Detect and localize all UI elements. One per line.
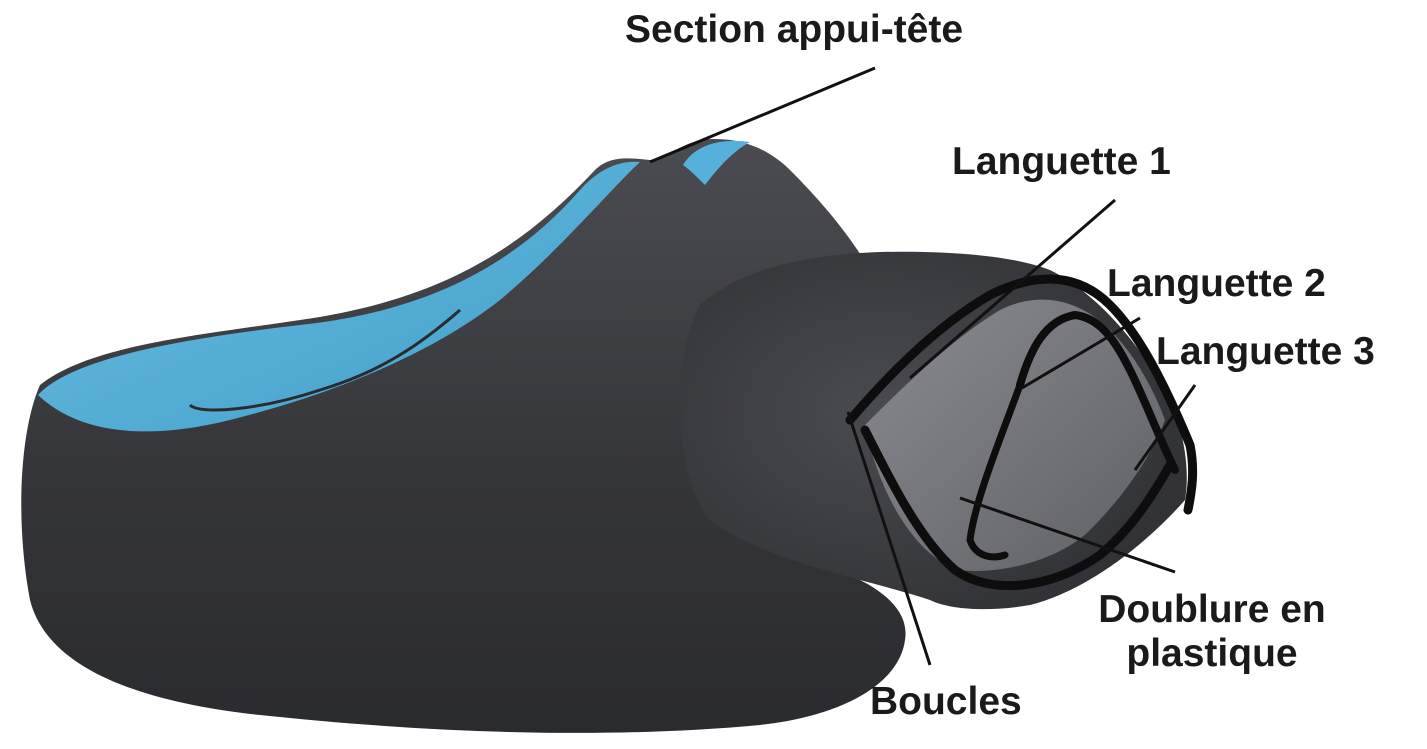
label-loops: Boucles	[870, 680, 1022, 724]
label-plastic-liner: Doublure en plastique	[1062, 588, 1362, 675]
leader-line-headrest	[650, 68, 875, 162]
label-plastic-liner-line2: plastique	[1062, 632, 1362, 676]
label-plastic-liner-line1: Doublure en	[1062, 588, 1362, 632]
label-tab-2: Languette 2	[1107, 262, 1326, 306]
label-headrest-section: Section appui-tête	[625, 8, 963, 52]
label-tab-1: Languette 1	[952, 140, 1171, 184]
label-tab-3: Languette 3	[1156, 330, 1375, 374]
